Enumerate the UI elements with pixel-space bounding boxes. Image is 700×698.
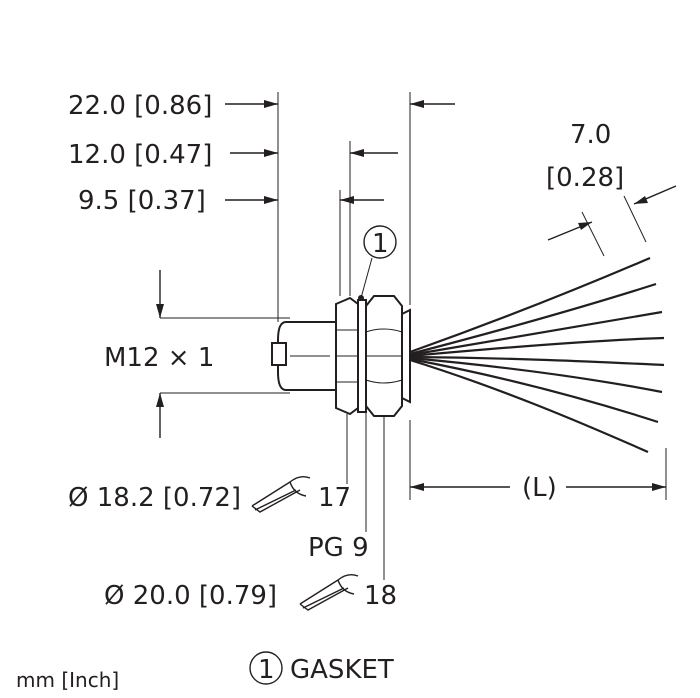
- wrench-icon: [299, 573, 359, 611]
- strip-length-label-inch: [0.28]: [546, 163, 624, 193]
- legend-callout-number: 1: [258, 655, 275, 685]
- gasket: [357, 299, 367, 413]
- wire-bundle: [409, 256, 665, 454]
- thread-size-label: M12 × 1: [104, 343, 214, 373]
- wrench-icon: [251, 475, 311, 513]
- gasket-callout-number: 1: [372, 229, 389, 259]
- units-label: mm [Inch]: [16, 668, 119, 692]
- legend-label: GASKET: [290, 655, 394, 685]
- thread-length-label: 12.0 [0.47]: [68, 140, 212, 170]
- connector-body: [271, 295, 411, 417]
- nut2-wrench-size: 18: [364, 581, 397, 611]
- nut1-diameter-label: Ø 18.2 [0.72]: [68, 483, 241, 513]
- legend-callout-circle-icon: [249, 651, 283, 685]
- pg-thread-label: PG 9: [308, 533, 369, 563]
- strip-length-label-mm: 7.0: [570, 120, 611, 150]
- nut2-diameter-label: Ø 20.0 [0.79]: [104, 581, 277, 611]
- coding-key: [271, 342, 287, 366]
- nut1-wrench-size: 17: [318, 483, 351, 513]
- cable-length-label: (L): [522, 473, 557, 503]
- flange-length-label: 9.5 [0.37]: [78, 186, 206, 216]
- rear-thread: [401, 308, 411, 404]
- gasket-callout-circle-icon: [363, 225, 397, 259]
- overall-length-label: 22.0 [0.86]: [68, 91, 212, 121]
